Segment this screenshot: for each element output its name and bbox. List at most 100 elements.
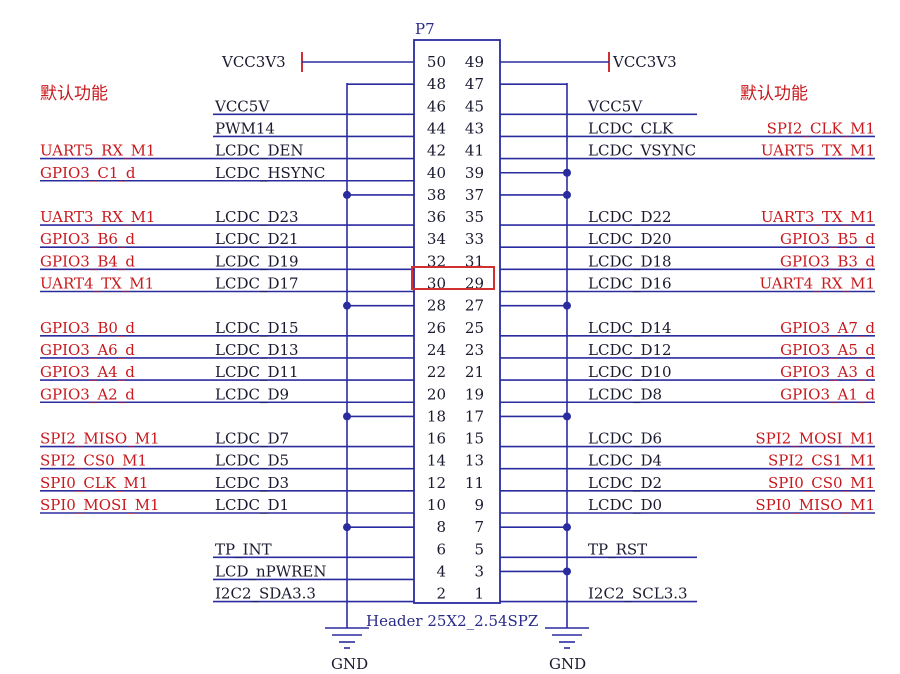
net-label-left: LCD_nPWREN	[215, 562, 327, 580]
func-label-right: UART5_TX_M1	[761, 142, 875, 160]
pin-row: LCDC_D15 GPIO3_B0_d LCDC_D14 GPIO3_A7_d	[40, 319, 875, 337]
net-label-right: LCDC_D10	[588, 363, 672, 381]
func-label-right: GPIO3_A1_d	[780, 385, 875, 403]
func-label-right: SPI0_MISO_M1	[755, 496, 875, 514]
net-label-left: LCDC_D19	[215, 252, 299, 270]
pin-number-left: 48	[427, 75, 446, 93]
highlight-box	[411, 266, 495, 290]
net-label-right: LCDC_D4	[588, 452, 662, 470]
pin-number-right: 15	[465, 430, 484, 448]
pin-number-right: 7	[474, 518, 484, 536]
net-label-left: LCDC_D21	[215, 230, 299, 248]
func-label-left: SPI2_MISO_M1	[40, 430, 160, 448]
pin-row: LCDC_D1 SPI0_MOSI_M1 LCDC_D0 SPI0_MISO_M1	[40, 496, 875, 514]
vcc3v3-symbol-right: VCC3V3	[500, 52, 677, 72]
net-label-left: LCDC_D11	[215, 363, 299, 381]
pin-number-right: 19	[465, 385, 484, 403]
pin-number-right: 27	[465, 297, 484, 315]
pin-number-right: 47	[465, 75, 484, 93]
connector-body	[413, 39, 501, 604]
net-label-left: VCC5V	[214, 97, 270, 115]
net-label-right: LCDC_D0	[588, 496, 662, 514]
func-label-right: GPIO3_B3_d	[780, 252, 875, 270]
net-label-left: TP_INT	[215, 540, 272, 558]
func-label-left: SPI0_CLK_M1	[40, 474, 148, 492]
func-label-left: GPIO3_B0_d	[40, 319, 135, 337]
net-label-right: LCDC_D22	[588, 208, 672, 226]
func-label-left: SPI2_CS0_M1	[40, 452, 147, 470]
func-label-right: UART3_TX_M1	[761, 208, 875, 226]
pin-number-left: 44	[427, 119, 446, 137]
func-label-left: GPIO3_A6_d	[40, 341, 135, 359]
pin-row	[343, 412, 571, 421]
pin-number-right: 45	[465, 97, 484, 115]
net-label-right: VCC5V	[587, 97, 643, 115]
net-label-left: LCDC_D9	[215, 385, 289, 403]
func-label-left: UART3_RX_M1	[40, 208, 155, 226]
net-label-right: LCDC_D16	[588, 275, 672, 293]
pin-number-left: 28	[427, 297, 446, 315]
net-label-right: LCDC_D6	[588, 430, 662, 448]
net-label-left: LCDC_HSYNC	[215, 164, 325, 182]
pin-number-left: 22	[427, 363, 446, 381]
func-label-left: GPIO3_B4_d	[40, 252, 135, 270]
pin-number-left: 20	[427, 385, 446, 403]
net-label-left: LCDC_D7	[215, 430, 289, 448]
net-label-left: LCDC_D17	[215, 275, 299, 293]
junction-dot	[563, 301, 571, 310]
junction-dot	[343, 523, 351, 532]
func-label-left: SPI0_MOSI_M1	[40, 496, 160, 514]
pin-row	[343, 190, 571, 199]
net-label-right: TP_RST	[588, 540, 647, 558]
pin-number-right: 5	[474, 540, 484, 558]
vcc3v3-symbol-left: VCC3V3	[221, 52, 414, 72]
net-label-left: LCDC_D3	[215, 474, 289, 492]
net-label-left: LCDC_D15	[215, 319, 299, 337]
pin-number-right: 3	[474, 562, 484, 580]
pin-number-left: 2	[436, 585, 446, 603]
func-label-left: GPIO3_A2_d	[40, 385, 135, 403]
junction-dot	[343, 190, 351, 199]
net-label-left: LCDC_D1	[215, 496, 289, 514]
pin-number-right: 37	[465, 186, 484, 204]
pin-number-right: 39	[465, 164, 484, 182]
junction-dot	[563, 567, 571, 576]
pin-row: VCC5V VCC5V	[213, 97, 697, 115]
pin-number-right: 17	[465, 407, 484, 425]
func-label-right: GPIO3_A7_d	[780, 319, 875, 337]
pin-number-right: 1	[474, 585, 484, 603]
func-label-right: SPI2_CLK_M1	[767, 119, 875, 137]
func-label-right: UART4_RX_M1	[760, 275, 875, 293]
net-label-right: LCDC_D14	[588, 319, 672, 337]
pin-row: LCD_nPWREN	[213, 562, 571, 580]
pin-number-left: 18	[427, 407, 446, 425]
pin-number-left: 6	[436, 540, 446, 558]
pin-number-left: 34	[427, 230, 446, 248]
net-label-left: LCDC_D5	[215, 452, 289, 470]
pin-number-left: 46	[427, 97, 446, 115]
connector-part: Header 25X2_2.54SPZ	[366, 612, 538, 630]
pin-number-right: 49	[465, 53, 484, 71]
net-label-left: LCDC_D13	[215, 341, 299, 359]
pin-number-left: 26	[427, 319, 446, 337]
gnd-label-right: GND	[549, 655, 586, 673]
pin-number-right: 23	[465, 341, 484, 359]
pin-number-left: 38	[427, 186, 446, 204]
net-label-left: I2C2_SDA3.3	[215, 585, 316, 603]
pin-number-right: 35	[465, 208, 484, 226]
func-label-right: GPIO3_A3_d	[780, 363, 875, 381]
net-label-left: LCDC_DEN	[215, 142, 304, 160]
